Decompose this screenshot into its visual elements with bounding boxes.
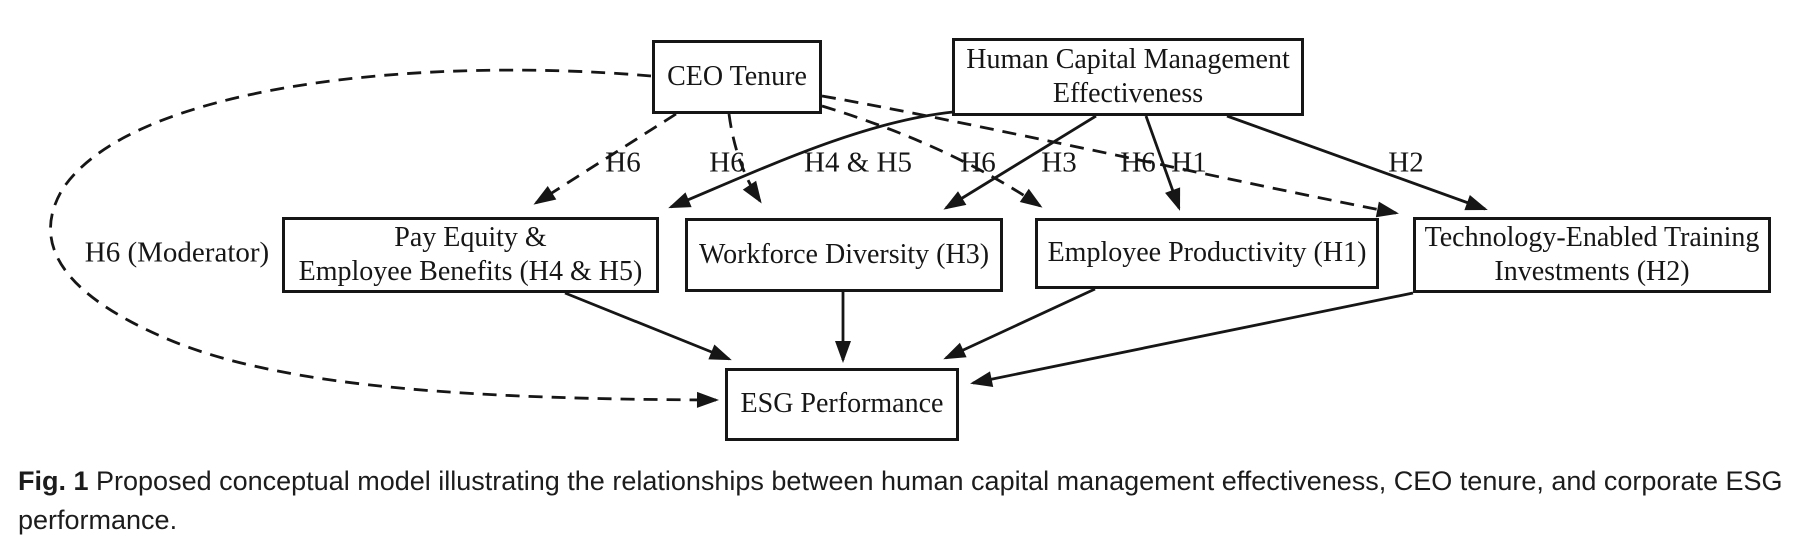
edge-hcm-productivity-solid xyxy=(1144,115,1181,211)
edge-label-h6-ceo-workforce: H6 xyxy=(709,146,745,179)
node-employee-productivity-label: Employee Productivity (H1) xyxy=(1047,237,1367,269)
edge-label-h6-ceo-technology: H6 xyxy=(1120,146,1156,179)
edge-ceo-esg-moderator-dashed xyxy=(49,68,719,408)
edge-ceo-productivity-dashed xyxy=(821,104,1043,208)
edge-label-h1-hcm-productivity: H1 xyxy=(1171,146,1207,179)
edge-label-h2-hcm-technology: H2 xyxy=(1388,146,1424,179)
figure-caption: Fig. 1 Proposed conceptual model illustr… xyxy=(18,462,1784,540)
figure-caption-text: Proposed conceptual model illustrating t… xyxy=(18,466,1783,536)
node-ceo-tenure: CEO Tenure xyxy=(652,40,822,114)
edge-label-h6-ceo-productivity: H6 xyxy=(960,146,996,179)
node-employee-productivity: Employee Productivity (H1) xyxy=(1035,218,1379,289)
node-pay-equity-benefits: Pay Equity & Employee Benefits (H4 & H5) xyxy=(282,217,659,293)
node-esg-performance: ESG Performance xyxy=(725,368,959,441)
node-hcm-effectiveness-label: Human Capital Management Effectiveness xyxy=(966,43,1290,109)
edge-label-h6-moderator: H6 (Moderator) xyxy=(84,236,270,269)
edge-ceo-technology-dashed xyxy=(821,94,1399,218)
figure-caption-number: Fig. 1 xyxy=(18,466,89,496)
node-technology-training: Technology-Enabled Training Investments … xyxy=(1413,217,1771,293)
node-workforce-diversity: Workforce Diversity (H3) xyxy=(685,218,1003,292)
diagram-edges-layer xyxy=(49,68,1488,408)
edge-ceo-payequity-dashed xyxy=(533,112,677,205)
node-workforce-diversity-label: Workforce Diversity (H3) xyxy=(698,238,990,270)
node-hcm-effectiveness: Human Capital Management Effectiveness xyxy=(952,38,1304,116)
edge-label-h6-ceo-payequity: H6 xyxy=(605,146,641,179)
node-technology-training-label: Technology-Enabled Training Investments … xyxy=(1424,221,1760,287)
edge-hcm-workforce-solid xyxy=(943,114,1097,210)
edge-hcm-technology-solid xyxy=(1226,114,1488,211)
edge-ceo-workforce-dashed xyxy=(727,113,762,204)
edge-productivity-esg-solid xyxy=(943,287,1096,360)
edge-payequity-esg-solid xyxy=(564,291,732,361)
edge-hcm-payequity-solid xyxy=(668,110,954,209)
node-pay-equity-benefits-label: Pay Equity & Employee Benefits (H4 & H5) xyxy=(298,221,643,287)
node-ceo-tenure-label: CEO Tenure xyxy=(667,60,807,92)
edge-technology-esg-solid xyxy=(970,291,1414,388)
edge-label-h3-hcm-workforce: H3 xyxy=(1041,146,1077,179)
edge-label-h4h5-hcm-payequity: H4 & H5 xyxy=(804,146,912,179)
node-esg-performance-label: ESG Performance xyxy=(740,388,944,420)
